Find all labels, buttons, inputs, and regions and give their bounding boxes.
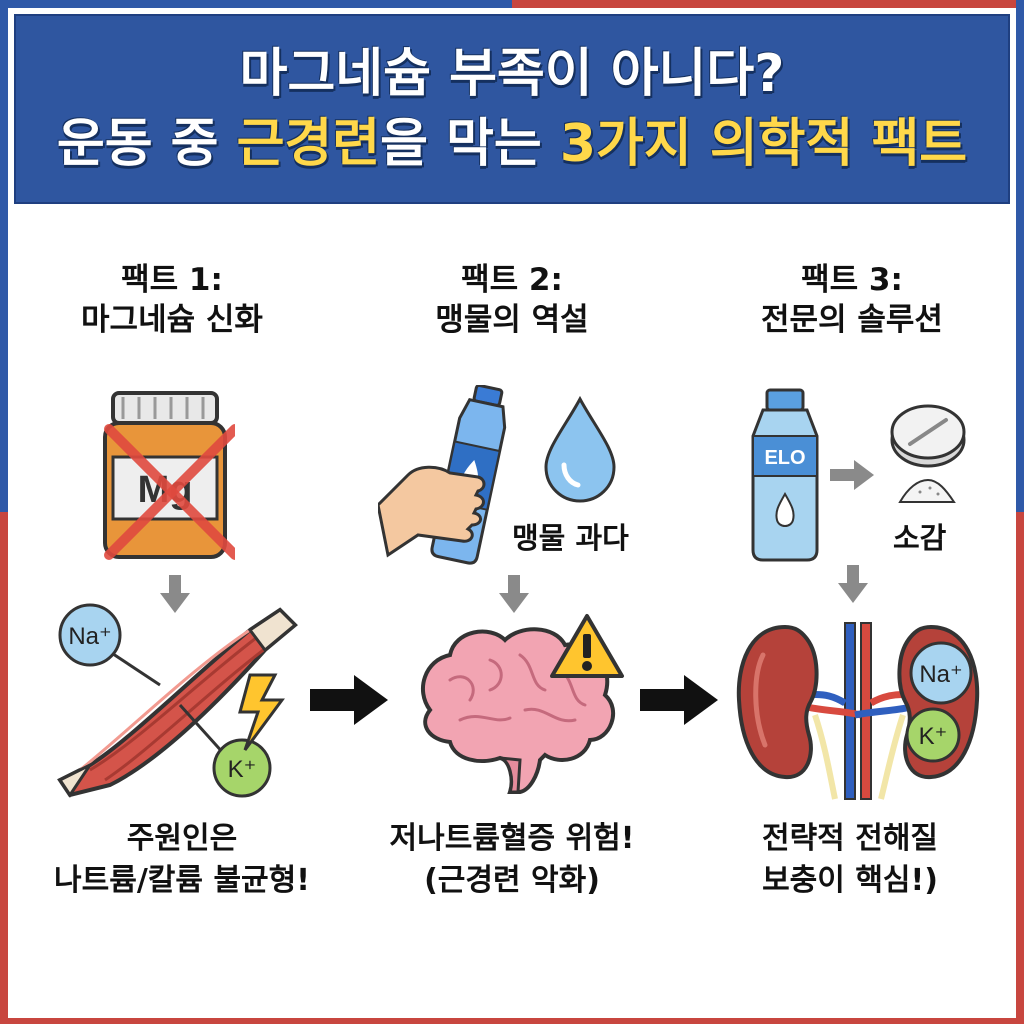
fact1-caption: 주원인은 나트륨/칼륨 불균형!	[22, 818, 342, 902]
fact2-title-line1: 팩트 2:	[461, 262, 563, 298]
ion-na-label: Na⁺	[68, 623, 111, 650]
arrow-down-icon	[838, 565, 868, 603]
plain-water-excess-label: 맹물 과다	[512, 521, 629, 555]
ion-k-label: K⁺	[228, 756, 257, 783]
fact3-title-line2: 전문의 솔루션	[761, 302, 943, 339]
fact3-title: 팩트 3: 전문의 솔루션	[702, 260, 1002, 341]
fact1-title: 팩트 1: 마그네슘 신화	[22, 260, 322, 341]
arrow-down-icon	[160, 575, 190, 613]
headline-line1: 마그네슘 부족이 아니다?	[239, 43, 785, 104]
arrow-right-icon	[640, 675, 718, 725]
frame-left-top	[0, 0, 8, 512]
supplement-jar-icon: Mg	[103, 391, 235, 560]
fact2-caption-line1: 저나트륨혈증 위험!	[389, 821, 635, 856]
frame-top-left	[0, 0, 512, 8]
fact1-title-line1: 팩트 1:	[121, 262, 223, 298]
headline-part-c: 을 막는	[380, 114, 560, 174]
fact3-caption: 전략적 전해질 보충이 핵심!)	[690, 818, 1010, 902]
frame-right-bottom	[1016, 512, 1024, 1024]
fact1-caption-line2: 나트륨/칼륨 불균형!	[54, 863, 310, 898]
fact3-caption-line1: 전략적 전해질	[761, 821, 939, 856]
salt-tablet-icon	[890, 404, 966, 468]
electrolyte-bottle-icon: ELO	[751, 388, 819, 562]
fact2-caption: 저나트륨혈증 위험! (근경련 악화)	[352, 818, 672, 902]
arrow-right-small-icon	[830, 460, 874, 490]
fact2-title-line2: 맹물의 역설	[435, 302, 589, 339]
headline-highlight-cramp: 근경련	[236, 114, 381, 174]
fact3-caption-line2: 보충이 핵심!)	[762, 863, 938, 898]
fact2-title: 팩트 2: 맹물의 역설	[362, 260, 662, 341]
ion-k-label: K⁺	[919, 723, 948, 750]
headline-line2: 운동 중 근경련을 막는 3가지 의학적 팩트	[57, 113, 967, 175]
frame-top-right	[512, 0, 1024, 8]
bottle-label: ELO	[764, 447, 805, 469]
salt-pile-icon	[898, 478, 956, 503]
arrow-right-icon	[310, 675, 388, 725]
fact3-title-line1: 팩트 3:	[801, 262, 903, 298]
muscle-icon: Na⁺ K⁺	[57, 603, 298, 798]
headline-highlight-facts: 3가지 의학적 팩트	[559, 114, 968, 174]
header-banner: 마그네슘 부족이 아니다? 운동 중 근경련을 막는 3가지 의학적 팩트	[14, 14, 1010, 204]
fact1-caption-line1: 주원인은	[126, 821, 238, 856]
water-bottle-hand-icon	[378, 385, 507, 565]
arrow-down-icon	[499, 575, 529, 613]
fact2-caption-line2: (근경련 악화)	[424, 863, 600, 898]
frame-right-top	[1016, 0, 1024, 512]
salt-label: 소감	[893, 521, 947, 555]
frame-left-bottom	[0, 512, 8, 1024]
kidneys-icon: Na⁺ K⁺	[736, 622, 980, 800]
warning-icon	[550, 614, 624, 678]
frame-bottom	[0, 1018, 1024, 1024]
fact1-title-line2: 마그네슘 신화	[81, 302, 263, 339]
ion-na-label: Na⁺	[919, 661, 962, 688]
water-drop-icon	[544, 395, 616, 503]
headline-part-a: 운동 중	[56, 114, 237, 174]
